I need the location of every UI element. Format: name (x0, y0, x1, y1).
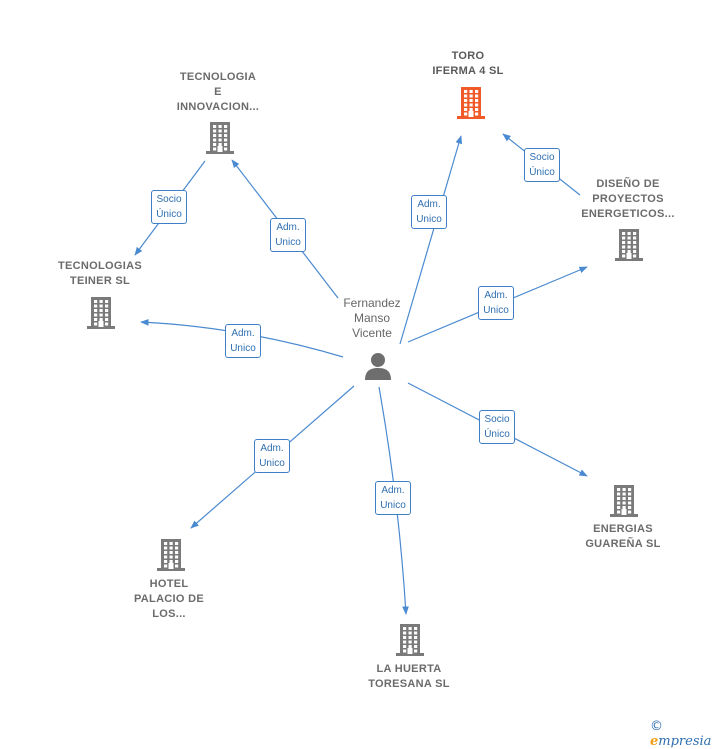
edge-label[interactable]: Socio Único (151, 190, 187, 224)
company-name-hotel[interactable]: HOTEL PALACIO DE LOS... (133, 577, 205, 620)
edge-label[interactable]: Adm. Unico (270, 218, 306, 252)
edge-label[interactable]: Socio Único (524, 148, 560, 182)
building-icon[interactable] (394, 622, 426, 663)
company-name-teiner[interactable]: TECNOLOGIAS TEINER SL (58, 260, 142, 287)
person-icon[interactable] (362, 350, 394, 387)
brand-footer: © empresia (650, 719, 728, 749)
person-name[interactable]: Fernandez Manso Vicente (343, 295, 401, 340)
edge-label[interactable]: Adm. Unico (411, 195, 447, 229)
brand-logo-text: mpresia (658, 734, 712, 749)
building-icon[interactable] (455, 85, 487, 126)
copyright-icon: © (650, 719, 663, 734)
building-icon[interactable] (85, 295, 117, 336)
building-icon[interactable] (204, 120, 236, 161)
building-icon[interactable] (155, 537, 187, 578)
company-name-energias[interactable]: ENERGIAS GUAREÑA SL (585, 523, 661, 550)
edge-label[interactable]: Adm. Unico (478, 286, 514, 320)
edge-label[interactable]: Adm. Unico (254, 439, 290, 473)
edge-label[interactable]: Adm. Unico (375, 481, 411, 515)
company-name-huerta[interactable]: LA HUERTA TORESANA SL (368, 663, 450, 690)
company-name-tecnologia[interactable]: TECNOLOGIA E INNOVACION... (176, 70, 260, 113)
edge-label[interactable]: Adm. Unico (225, 324, 261, 358)
company-name-toro[interactable]: TORO IFERMA 4 SL (432, 50, 504, 77)
building-icon[interactable] (613, 227, 645, 268)
company-name-diseno[interactable]: DISEÑO DE PROYECTOS ENERGETICOS... (581, 177, 675, 220)
edge-label[interactable]: Socio Único (479, 410, 515, 444)
edge-center-toro (399, 135, 463, 345)
building-icon[interactable] (608, 483, 640, 524)
